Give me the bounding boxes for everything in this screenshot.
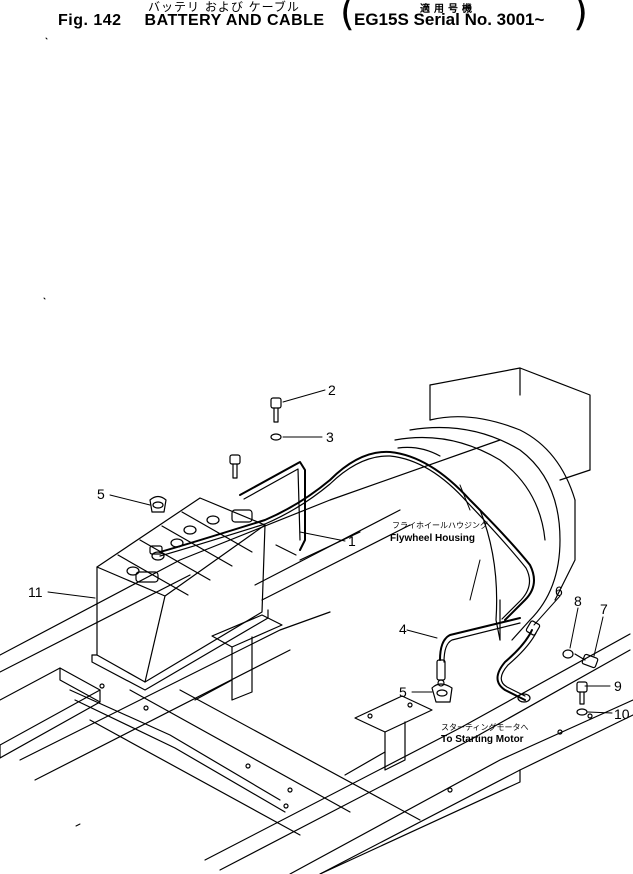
callout-5-lower: 5 [399,684,407,700]
note-motor-en: To Starting Motor [441,734,524,745]
note-motor-jp: スターティングモータへ [441,722,529,732]
callout-2: 2 [328,382,336,398]
callout-3: 3 [326,429,334,445]
washer-10 [576,708,588,716]
bolt-9 [576,681,588,705]
terminal-cover-5-lower [431,683,453,703]
callout-numbers: 2 3 5 1 4 5 6 8 7 9 10 11 [28,382,630,722]
chassis-frame [0,439,633,874]
bolt-7 [574,653,599,669]
cable-1 [159,450,535,621]
right-parenthesis: ) [573,0,588,34]
notes: フライホイールハウジング Flywheel Housing スターティングモータ… [390,520,529,745]
nut-8 [562,649,574,659]
washer-3 [270,433,282,441]
callout-5-upper: 5 [97,486,105,502]
note-flywheel-jp: フライホイールハウジング [392,520,488,530]
callout-11: 11 [28,584,43,600]
title-japanese: バッテリ および ケーブル [148,0,300,14]
applicable-serial-box: ( 適用号機 EG15S Serial No. 3001~ ) [340,0,588,36]
bolt-upper [229,454,241,479]
serial-number: EG15S Serial No. 3001~ [354,10,545,29]
terminal-cover-5-upper [149,495,167,513]
cable-6 [496,620,541,703]
callout-6: 6 [555,583,563,599]
figure-header: バッテリ および ケーブル Fig. 142 BATTERY AND CABLE… [0,0,633,50]
callout-9: 9 [614,678,622,694]
battery [91,497,269,691]
leader-lines [47,389,613,714]
callout-1: 1 [348,533,356,549]
note-flywheel-en: Flywheel Housing [390,533,475,544]
bolt-2 [270,397,282,423]
callout-4: 4 [399,621,407,637]
applicable-model-label: 適用号機 [420,4,476,15]
flywheel-housing [394,367,591,641]
figure-number: Fig. 142 [58,12,122,29]
cable-4 [436,617,521,687]
callout-7: 7 [600,601,608,617]
left-parenthesis: ( [340,0,355,34]
title-english: Fig. 142 BATTERY AND CABLE [58,12,325,30]
stray-marks [43,37,81,827]
callout-10: 10 [614,706,630,722]
callout-8: 8 [574,593,582,609]
figure-title: BATTERY AND CABLE [144,12,325,29]
battery-brackets [194,614,433,776]
